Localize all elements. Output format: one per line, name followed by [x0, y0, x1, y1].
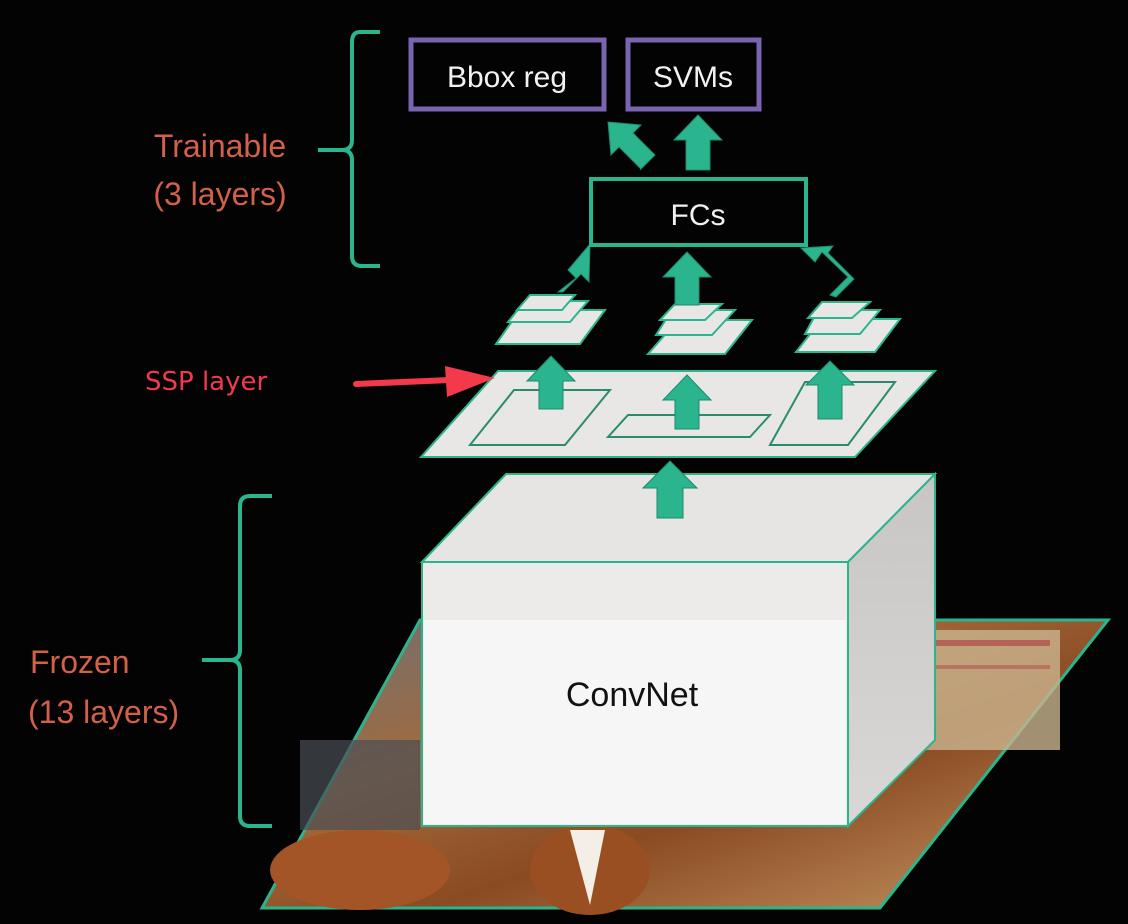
svms-label: SVMs — [653, 61, 733, 94]
arrow-fcs-to-bbox — [607, 121, 656, 171]
pooled-stack-left — [494, 294, 607, 345]
frozen-bracket: Frozen (13 layers) — [28, 494, 272, 828]
arrow-pooled-left-to-fcs — [556, 242, 591, 293]
horse-body — [270, 830, 450, 910]
arrow-ssp-left — [525, 355, 577, 410]
trainable-label: Trainable — [154, 128, 286, 164]
pooled-stack-right — [793, 301, 903, 353]
svms-box: SVMs — [625, 37, 762, 112]
fence — [920, 630, 1060, 750]
frozen-label: Frozen — [30, 644, 130, 680]
pooling-window-left — [467, 389, 613, 446]
arrow-fcs-to-svms — [672, 114, 724, 171]
fcs-box: FCs — [589, 177, 808, 247]
ssp-layer-label: SSP layer — [145, 367, 267, 397]
annotation-arrow-head-icon — [445, 366, 495, 397]
brace-icon — [202, 494, 272, 828]
brace-icon — [318, 30, 380, 268]
frozen-sublabel: (13 layers) — [28, 694, 179, 730]
convnet-block: ConvNet — [419, 471, 938, 829]
pooled-stack-middle — [645, 303, 755, 355]
arrow-convnet-to-ssp — [641, 460, 699, 519]
annotation-arrow-shaft — [353, 377, 453, 387]
bbox-reg-label: Bbox reg — [447, 61, 567, 94]
pooling-window-right — [768, 381, 897, 446]
arrow-ssp-middle — [661, 374, 713, 430]
dark-region — [300, 740, 420, 830]
pooling-window-middle — [605, 414, 773, 438]
arrow-pooled-middle-to-fcs — [661, 251, 713, 306]
arrow-ssp-right — [804, 360, 856, 420]
bbox-reg-box: Bbox reg — [408, 37, 607, 112]
trainable-bracket: Trainable (3 layers) — [153, 30, 380, 268]
horse-blaze — [570, 830, 605, 905]
convnet-label: ConvNet — [566, 676, 699, 714]
trainable-sublabel: (3 layers) — [153, 176, 286, 212]
ssp-annotation: SSP layer — [145, 366, 495, 397]
fcs-label: FCs — [671, 199, 726, 232]
arrow-pooled-right-to-fcs — [799, 245, 855, 298]
